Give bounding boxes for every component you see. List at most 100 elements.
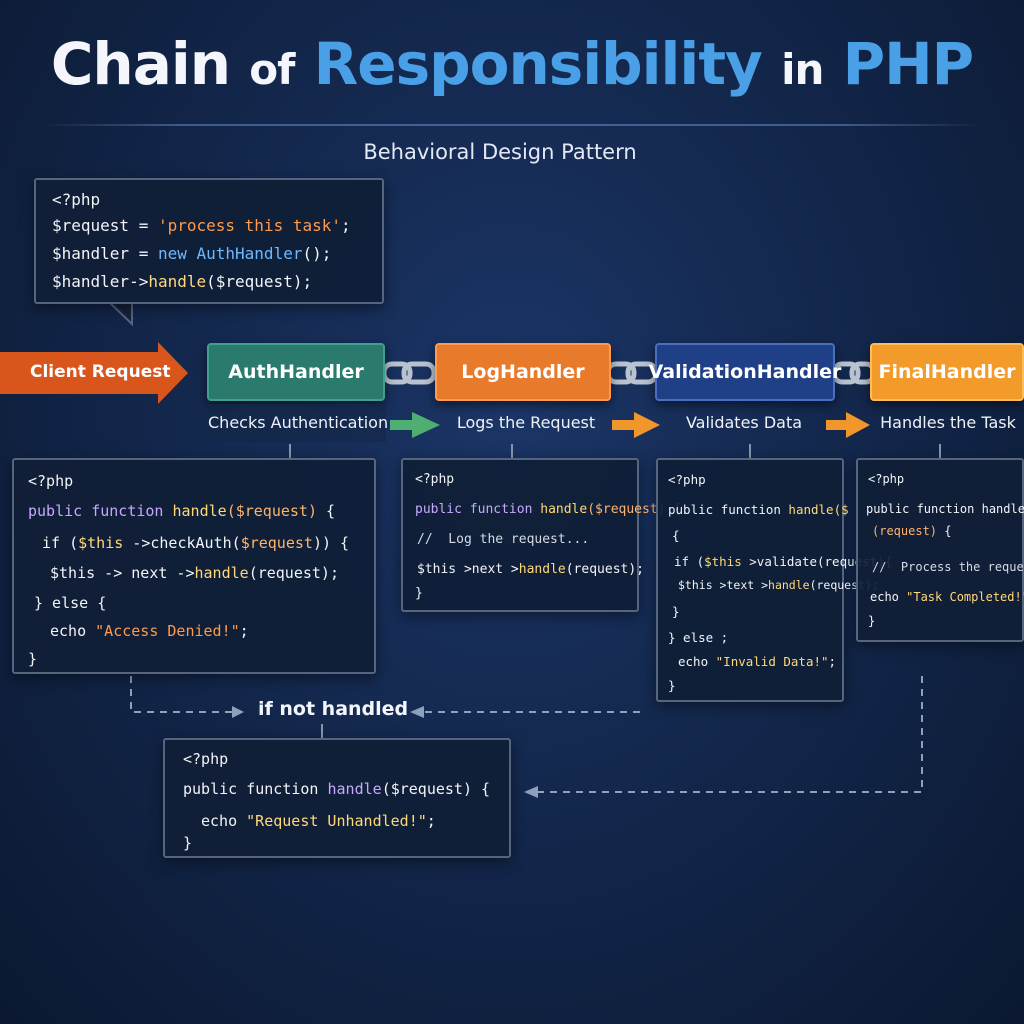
code-line: } else { — [34, 594, 107, 612]
code-line: echo "Task Completed!" — [870, 590, 1024, 604]
flow-arrow-log-to-validation — [612, 412, 660, 438]
code-line: $this >text >handle(request); — [678, 578, 879, 592]
handler-node-auth: AuthHandler — [207, 343, 385, 401]
log-code-box: <?php public function handle($request) {… — [401, 458, 681, 612]
code-keyword: public — [183, 780, 247, 798]
code-line: <?php — [868, 472, 905, 486]
code-token: ->checkAuth( — [123, 534, 241, 552]
code-line: { — [672, 528, 680, 543]
client-code-tail — [107, 302, 133, 327]
code-string: "Access Denied!" — [95, 622, 240, 640]
code-token: if ( — [674, 554, 705, 569]
handler-desc-final: Handles the Task — [880, 413, 1016, 432]
code-token: { — [937, 524, 952, 538]
chain-link-1 — [381, 361, 437, 385]
client-code-box: <?php $request = 'process this task'; $h… — [34, 178, 384, 304]
auth-code-box: <?php public function handle($request) {… — [12, 458, 376, 674]
code-param: ($ — [833, 502, 849, 517]
handler-node-final: FinalHandler — [870, 343, 1024, 401]
fallback-path-left — [130, 676, 232, 713]
code-token: (request); — [248, 564, 339, 582]
code-function: handle — [768, 578, 810, 592]
code-line: $this >next >handle(request); — [417, 562, 644, 577]
code-keyword: public — [668, 502, 721, 517]
code-param: ($request) — [587, 502, 666, 517]
code-function: handle — [788, 502, 834, 517]
code-token: { — [317, 502, 336, 520]
code-line: $handler = new AuthHandler(); — [52, 244, 331, 263]
final-code-box: <?php public function handle( (request) … — [856, 458, 1024, 642]
code-variable: $this — [704, 554, 742, 569]
code-string: "Invalid Data!" — [715, 654, 829, 669]
code-keyword: public — [28, 502, 92, 520]
code-line: <?php — [28, 472, 74, 490]
code-variable: $this — [50, 564, 96, 582]
fallback-label: if not handled — [258, 698, 409, 720]
fallback-arrow-right-head — [410, 706, 424, 718]
flow-arrow-auth-to-log — [390, 412, 440, 438]
title-divider — [40, 124, 984, 126]
code-variable: $this — [78, 534, 124, 552]
code-token: $handler-> — [52, 272, 149, 291]
code-function: handle — [148, 272, 207, 291]
code-function: handle — [194, 564, 249, 582]
code-token: ; — [426, 812, 436, 830]
code-variable: $request — [240, 534, 313, 552]
code-string: 'process this task' — [157, 216, 341, 235]
code-line: } — [28, 650, 38, 668]
code-string: "Request Unhandled!" — [246, 812, 427, 830]
code-param: (request) — [872, 524, 938, 538]
code-token: ; — [239, 622, 249, 640]
code-class: AuthHandler — [196, 244, 303, 263]
handler-desc-auth: Checks Authentication — [208, 404, 388, 442]
code-token: (); — [302, 244, 332, 263]
handler-node-validation: ValidationHandler — [649, 343, 841, 401]
code-function: handle — [172, 502, 227, 520]
handler-node-log: LogHandler — [435, 343, 611, 401]
code-token: >next > — [456, 562, 519, 577]
title-word-responsibility: Responsibility — [313, 30, 763, 98]
code-line: } — [668, 678, 676, 693]
page-title: Chain of Responsibility in PHP — [0, 30, 1024, 98]
code-variable: $this — [417, 562, 457, 577]
code-function: handle — [327, 780, 382, 798]
handler-desc-log: Logs the Request — [456, 413, 596, 432]
code-comment: // Process the request — [872, 560, 1024, 574]
title-word-of: of — [249, 45, 295, 94]
code-keyword: echo — [678, 654, 716, 669]
code-line: <?php — [668, 472, 706, 487]
code-line: echo "Access Denied!"; — [50, 622, 249, 640]
code-token: (request); — [565, 562, 645, 577]
code-comment: // Log the request... — [417, 532, 590, 547]
code-string: "Task Completed!" — [906, 590, 1024, 604]
code-line: } — [183, 834, 193, 852]
code-line: } else ; — [668, 630, 729, 645]
title-word-php: PHP — [842, 30, 975, 98]
code-keyword: echo — [870, 590, 907, 604]
code-token: ; — [341, 216, 351, 235]
validation-code-box: <?php public function handle($ { if ($th… — [656, 458, 892, 702]
code-line: (request) { — [872, 524, 951, 538]
title-word-chain: Chain — [50, 30, 231, 98]
code-line: <?php — [415, 472, 455, 487]
code-line: public function handle($request) { — [415, 502, 681, 517]
code-param: ($request) — [226, 502, 317, 520]
code-line: } — [868, 614, 876, 628]
code-keyword: function — [91, 502, 173, 520]
code-line: public function handle($request) { — [183, 780, 490, 798]
code-param: ($request) — [381, 780, 472, 798]
code-line: if ($this ->checkAuth($request)) { — [42, 534, 349, 552]
code-line: $this -> next ->handle(request); — [50, 564, 339, 582]
code-token: { — [472, 780, 491, 798]
fallback-arrow-left-head — [232, 706, 244, 718]
code-line: public function handle( — [866, 502, 1024, 516]
code-line: <?php — [183, 750, 229, 768]
code-token: if ( — [42, 534, 79, 552]
fallback-code-box: <?php public function handle($request) {… — [163, 738, 511, 858]
subtitle: Behavioral Design Pattern — [363, 140, 637, 164]
code-line: echo "Request Unhandled!"; — [201, 812, 436, 830]
code-line: $request = 'process this task'; — [52, 216, 351, 235]
title-word-in: in — [781, 45, 824, 94]
code-line: } — [672, 604, 680, 619]
